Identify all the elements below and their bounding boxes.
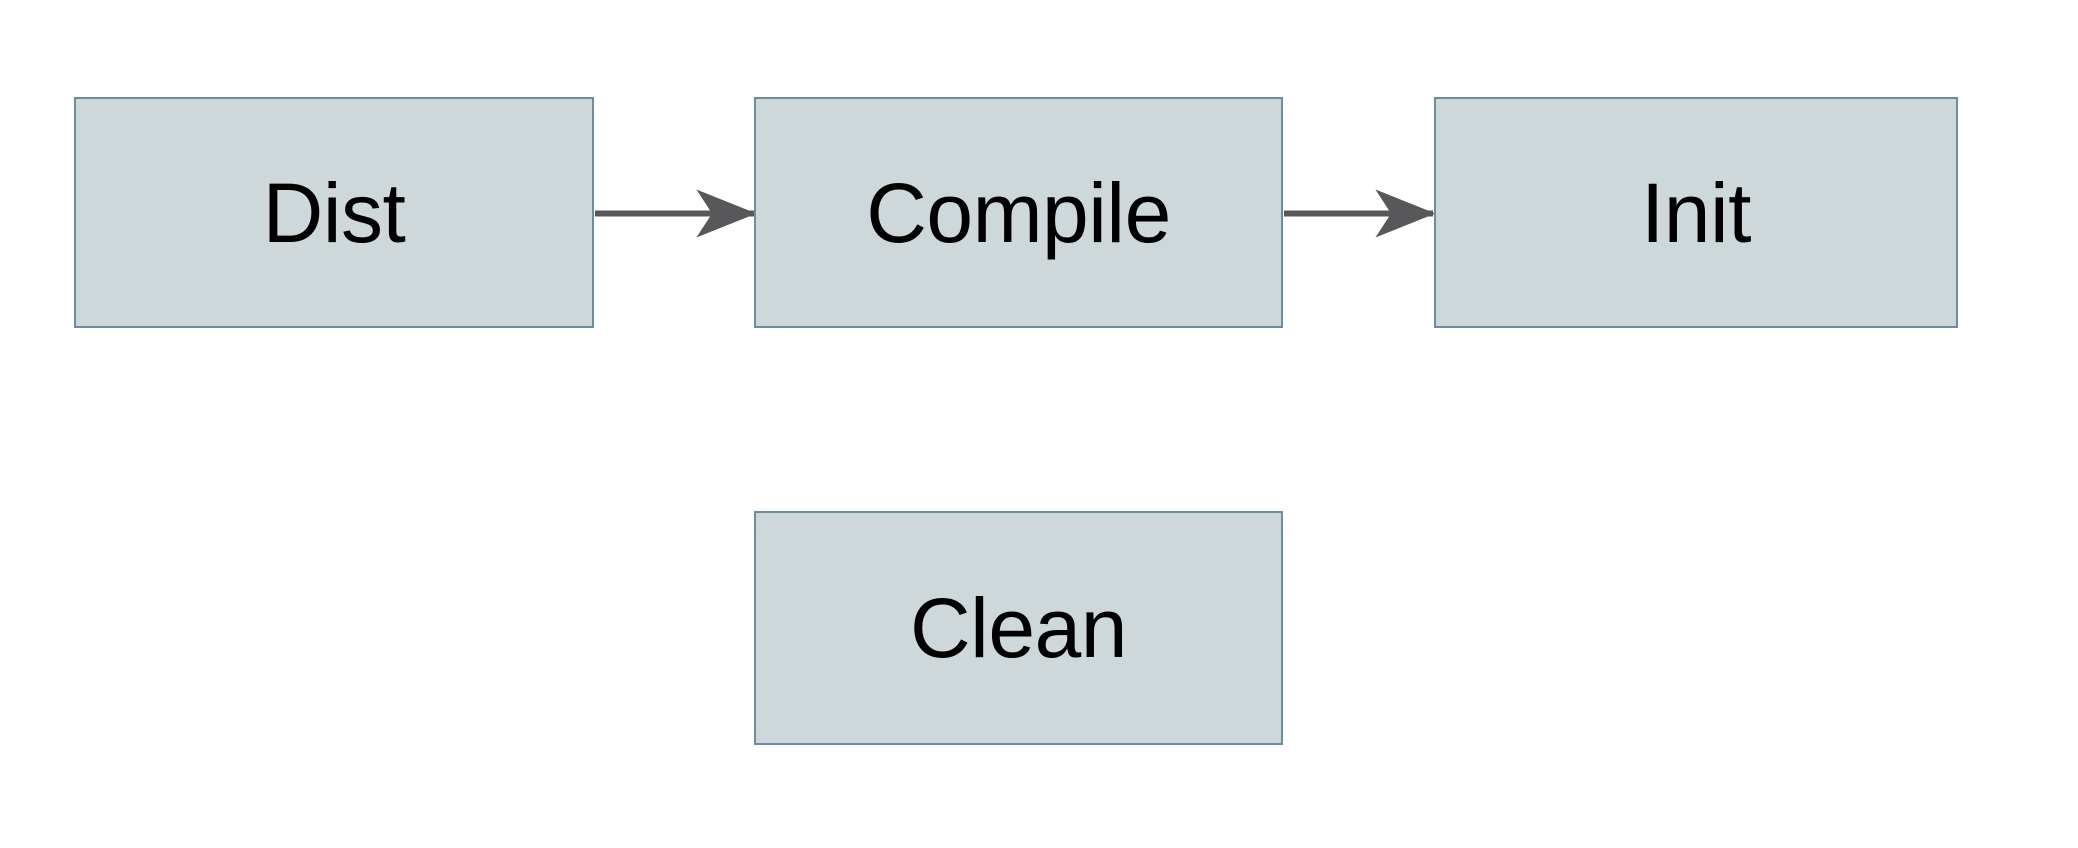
node-label-clean: Clean bbox=[910, 581, 1127, 675]
node-dist[interactable]: Dist bbox=[74, 97, 594, 328]
node-label-dist: Dist bbox=[262, 165, 406, 260]
node-label-compile: Compile bbox=[866, 165, 1171, 260]
node-label-init: Init bbox=[1640, 165, 1752, 260]
node-compile[interactable]: Compile bbox=[754, 97, 1283, 328]
node-clean[interactable]: Clean bbox=[754, 511, 1283, 745]
node-init[interactable]: Init bbox=[1434, 97, 1958, 328]
